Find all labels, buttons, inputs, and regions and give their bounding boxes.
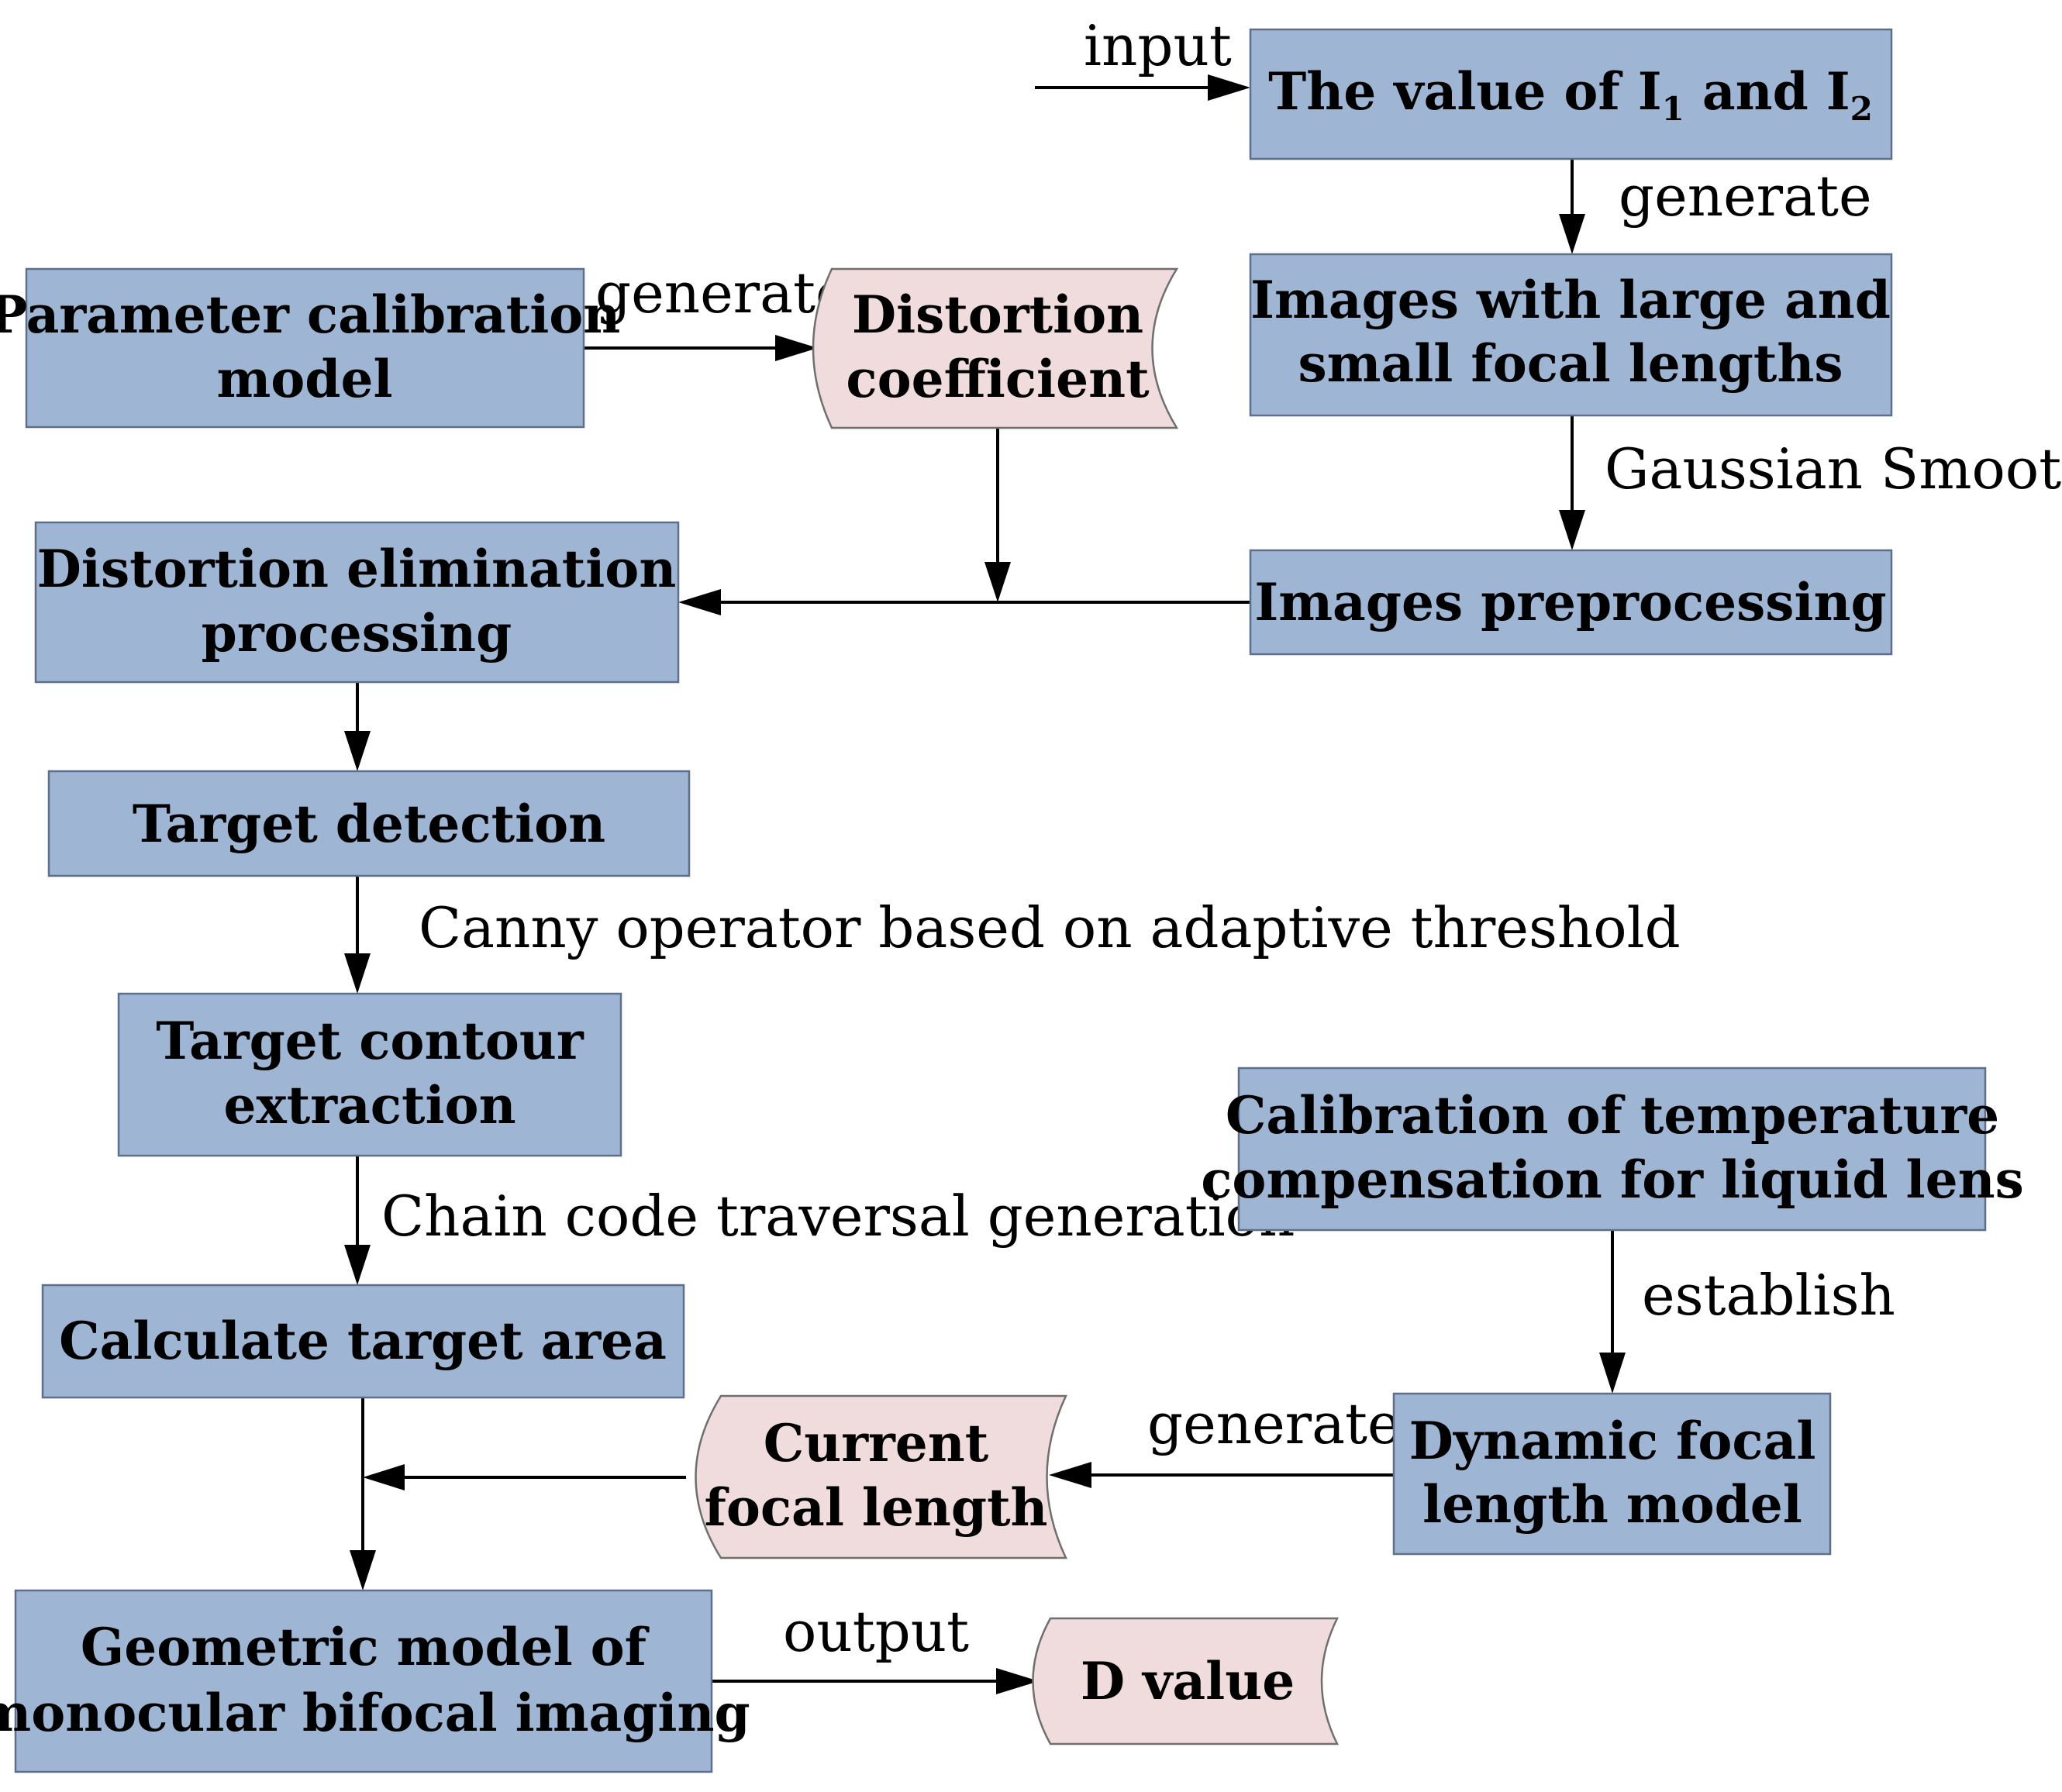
node-i1i2: The value of I1 and I2 bbox=[1249, 28, 1893, 160]
label-input: input bbox=[1084, 13, 1232, 78]
node-dynamic-focal-line1: Dynamic focal bbox=[1409, 1411, 1816, 1471]
edge-establish-arrowhead bbox=[1599, 1353, 1626, 1394]
edge-generate-focal-arrowhead bbox=[1049, 1462, 1091, 1488]
node-target-contour-line2: extraction bbox=[223, 1075, 516, 1136]
node-target-detection-line1: Target detection bbox=[133, 794, 605, 854]
node-images-large-small: Images with large and small focal length… bbox=[1249, 253, 1893, 417]
label-generate-param: generate bbox=[595, 260, 849, 326]
edge-gaussian-arrowhead bbox=[1559, 510, 1585, 550]
edge-generate-top-arrowhead bbox=[1559, 214, 1585, 254]
edge-preprocessing-arrowhead bbox=[678, 589, 721, 615]
edge-elim-detect-arrowhead bbox=[344, 731, 371, 771]
label-chain: Chain code traversal generation bbox=[381, 1184, 1295, 1249]
node-param-calibration-line1: Parameter calibration bbox=[0, 284, 620, 345]
node-target-detection: Target detection bbox=[47, 770, 691, 877]
node-distortion-elimination-line2: processing bbox=[202, 603, 512, 663]
node-images-large-small-line2: small focal lengths bbox=[1298, 333, 1843, 394]
node-dynamic-focal: Dynamic focal length model bbox=[1392, 1392, 1832, 1556]
edge-input-arrowhead bbox=[1208, 74, 1250, 101]
connectors bbox=[344, 74, 1626, 1694]
edge-chain-arrowhead bbox=[344, 1245, 371, 1285]
node-images-large-small-line1: Images with large and bbox=[1250, 270, 1891, 330]
label-establish: establish bbox=[1642, 1263, 1895, 1328]
edge-labels: input generate generate Gaussian Smooth … bbox=[381, 13, 2062, 1664]
node-param-calibration-line2: model bbox=[216, 349, 392, 409]
label-gaussian: Gaussian Smooth bbox=[1605, 436, 2062, 501]
node-calculate-area: Calculate target area bbox=[41, 1284, 685, 1399]
edge-canny-arrowhead bbox=[344, 953, 371, 994]
node-calibration-temperature: Calibration of temperature compensation … bbox=[1201, 1067, 2024, 1232]
node-calculate-area-line1: Calculate target area bbox=[59, 1311, 667, 1371]
node-target-contour: Target contour extraction bbox=[117, 992, 622, 1157]
node-distortion-coefficient-line1: Distortion bbox=[852, 284, 1143, 345]
label-output: output bbox=[783, 1599, 969, 1664]
node-calibration-temperature-line1: Calibration of temperature bbox=[1226, 1085, 1999, 1146]
node-d-value: D value bbox=[1032, 1617, 1340, 1745]
node-images-preprocessing-line1: Images preprocessing bbox=[1254, 572, 1886, 632]
node-d-value-line1: D value bbox=[1081, 1651, 1295, 1711]
node-i1i2-label: The value of I1 and I2 bbox=[1268, 61, 1873, 128]
node-distortion-coefficient: Distortion coefficient bbox=[812, 267, 1179, 429]
node-distortion-coefficient-line2: coefficient bbox=[846, 349, 1150, 409]
edge-current-arrowhead bbox=[363, 1464, 405, 1490]
label-generate-top: generate bbox=[1619, 164, 1872, 229]
node-images-preprocessing: Images preprocessing bbox=[1249, 549, 1893, 656]
node-geometric-model-line1: Geometric model of bbox=[81, 1617, 650, 1677]
edge-coefficient-arrowhead bbox=[984, 562, 1011, 602]
node-current-focal-line2: focal length bbox=[704, 1477, 1047, 1538]
node-geometric-model: Geometric model of monocular bifocal ima… bbox=[0, 1589, 750, 1773]
node-calibration-temperature-line2: compensation for liquid lens bbox=[1201, 1149, 2023, 1210]
node-dynamic-focal-line2: length model bbox=[1422, 1474, 1802, 1535]
node-distortion-elimination: Distortion elimination processing bbox=[34, 521, 680, 684]
node-distortion-elimination-line1: Distortion elimination bbox=[37, 539, 677, 599]
node-current-focal-line1: Current bbox=[764, 1413, 989, 1473]
node-geometric-model-line2: monocular bifocal imaging bbox=[0, 1683, 750, 1743]
edge-area-geometric-arrowhead bbox=[350, 1550, 376, 1590]
label-canny: Canny operator based on adaptive thresho… bbox=[419, 895, 1681, 960]
edge-generate-param-arrowhead bbox=[775, 335, 818, 361]
node-target-contour-line1: Target contour bbox=[156, 1011, 584, 1071]
label-generate-focal: generate bbox=[1147, 1391, 1401, 1456]
node-current-focal: Current focal length bbox=[695, 1394, 1067, 1559]
node-param-calibration: Parameter calibration model bbox=[0, 267, 620, 429]
edge-output-arrowhead bbox=[996, 1668, 1039, 1694]
